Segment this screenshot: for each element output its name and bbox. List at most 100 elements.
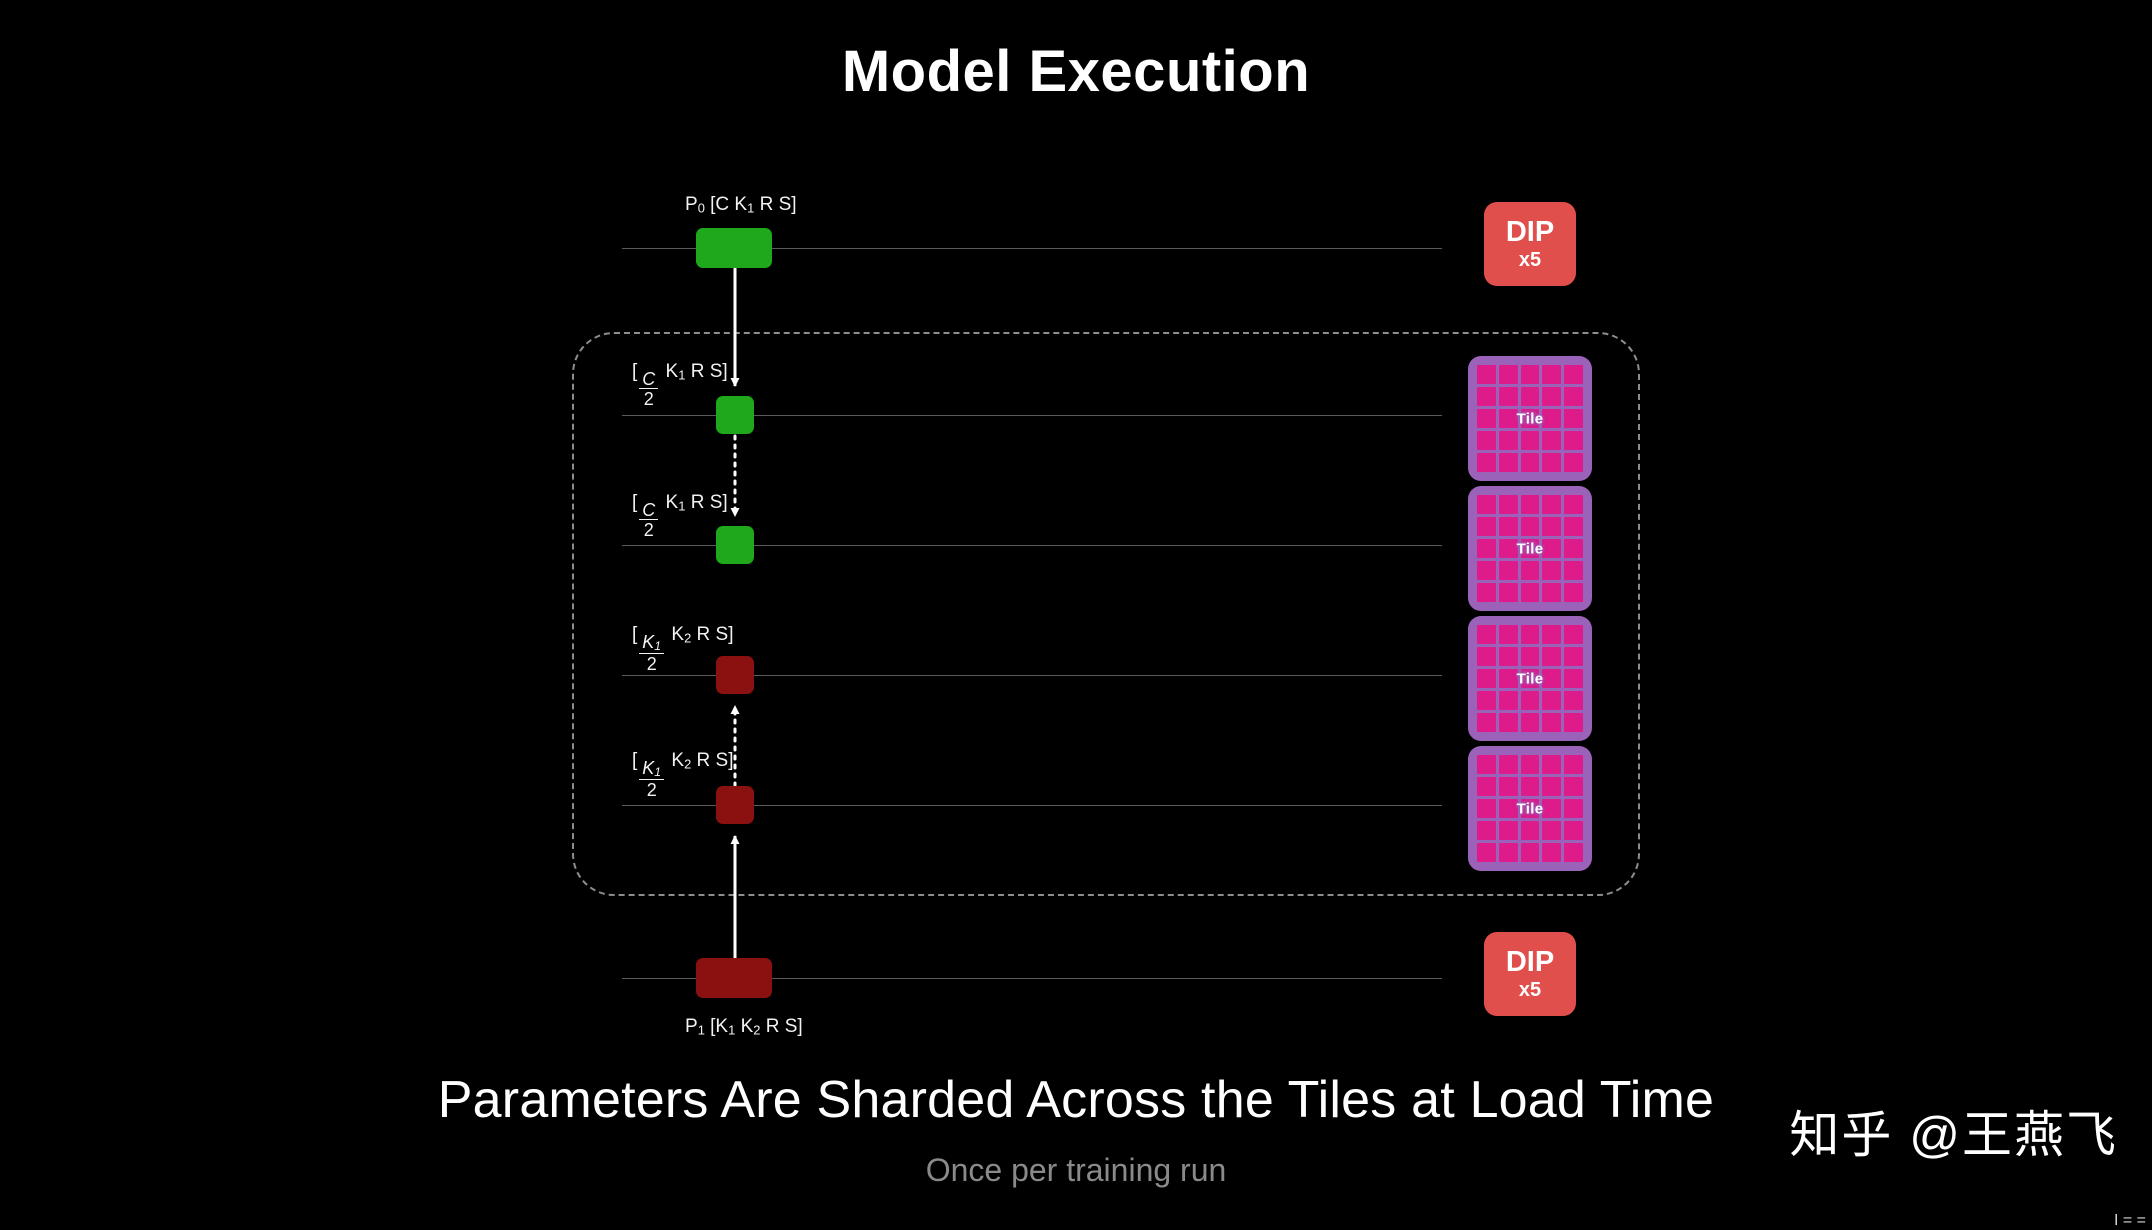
tile-cell bbox=[1520, 777, 1540, 796]
rail-row-5 bbox=[622, 978, 1442, 979]
rail-row-1 bbox=[622, 415, 1442, 416]
tile-cell bbox=[1542, 365, 1562, 384]
tile-cell bbox=[1542, 517, 1562, 536]
tile-cell bbox=[1542, 777, 1562, 796]
label-p1-dims-open: [K bbox=[704, 1016, 729, 1037]
corner-glyph: I = = bbox=[2113, 1212, 2146, 1229]
tile-cell bbox=[1542, 561, 1562, 580]
tile-cell bbox=[1564, 517, 1583, 536]
tile-grid: Tile bbox=[1477, 625, 1583, 732]
tile-cell bbox=[1477, 387, 1496, 406]
tile-cell bbox=[1542, 669, 1562, 688]
tile-cell bbox=[1498, 387, 1518, 406]
rail-row-0 bbox=[622, 248, 1442, 249]
param-block-p1-shard-b[interactable] bbox=[716, 786, 754, 824]
tile-1[interactable]: Tile bbox=[1468, 486, 1592, 611]
dip-box-top[interactable]: DIP x5 bbox=[1484, 202, 1576, 286]
tile-cell bbox=[1498, 777, 1518, 796]
tile-cell bbox=[1564, 561, 1583, 580]
tile-cell bbox=[1477, 713, 1496, 732]
tile-cell bbox=[1477, 799, 1496, 818]
tile-cell bbox=[1477, 777, 1496, 796]
rail-row-2 bbox=[622, 545, 1442, 546]
tile-cell bbox=[1520, 561, 1540, 580]
param-block-p1-shard-a[interactable] bbox=[716, 656, 754, 694]
bracket-open: [ bbox=[632, 624, 638, 645]
tile-cell bbox=[1498, 495, 1518, 514]
tile-cell bbox=[1542, 495, 1562, 514]
tile-cell bbox=[1477, 843, 1496, 862]
sharding-group-boundary bbox=[572, 332, 1640, 896]
tile-3[interactable]: Tile bbox=[1468, 746, 1592, 871]
tile-2[interactable]: Tile bbox=[1468, 616, 1592, 741]
tile-cell bbox=[1542, 409, 1562, 428]
tile-cell bbox=[1564, 821, 1583, 840]
fraction-num-subscript: 1 bbox=[654, 639, 662, 654]
tile-cell bbox=[1498, 669, 1518, 688]
tile-cell bbox=[1520, 647, 1540, 666]
param-block-p0-shard-b[interactable] bbox=[716, 526, 754, 564]
tile-cell bbox=[1498, 539, 1518, 558]
tile-cell bbox=[1564, 453, 1583, 472]
tile-cell bbox=[1477, 431, 1496, 450]
fraction-denominator: 2 bbox=[643, 520, 654, 541]
tile-cell bbox=[1520, 669, 1540, 688]
label-shard-c-tail: R S] bbox=[685, 492, 728, 513]
tile-cell bbox=[1520, 821, 1540, 840]
tile-cell bbox=[1564, 755, 1583, 774]
tile-cell bbox=[1564, 843, 1583, 862]
tile-cell bbox=[1542, 647, 1562, 666]
tile-label: Tile bbox=[1516, 540, 1544, 557]
tile-cell bbox=[1498, 625, 1518, 644]
label-p1-dim-sub2: 2 bbox=[753, 1022, 761, 1038]
label-p0-prefix: P bbox=[685, 194, 698, 215]
tile-cell bbox=[1477, 647, 1496, 666]
tile-cell bbox=[1564, 647, 1583, 666]
fraction-denominator: 2 bbox=[646, 779, 657, 800]
tile-cell bbox=[1498, 453, 1518, 472]
tile-cell bbox=[1477, 517, 1496, 536]
param-block-p0-full[interactable] bbox=[696, 228, 772, 268]
label-shard-k-k: K bbox=[666, 750, 685, 771]
label-shard-c-k: K bbox=[660, 361, 679, 382]
tile-cell bbox=[1520, 539, 1540, 558]
tile-cell bbox=[1477, 821, 1496, 840]
tile-cell bbox=[1542, 821, 1562, 840]
fraction-numerator: C bbox=[639, 501, 659, 521]
label-p1-prefix: P bbox=[685, 1016, 698, 1037]
dip-label: DIP bbox=[1505, 216, 1555, 249]
tile-cell bbox=[1542, 387, 1562, 406]
tile-cell bbox=[1520, 453, 1540, 472]
tile-cell bbox=[1498, 799, 1518, 818]
tile-cell bbox=[1564, 495, 1583, 514]
caption-main: Parameters Are Sharded Across the Tiles … bbox=[437, 1071, 1715, 1129]
tile-label: Tile bbox=[1516, 800, 1544, 817]
tile-cell bbox=[1564, 431, 1583, 450]
tile-grid: Tile bbox=[1477, 495, 1583, 602]
dip-multiplier: x5 bbox=[1518, 248, 1542, 271]
watermark: 知乎 @王燕飞 bbox=[1789, 1107, 2118, 1163]
tile-cell bbox=[1520, 625, 1540, 644]
tile-cell bbox=[1564, 777, 1583, 796]
tile-cell bbox=[1542, 625, 1562, 644]
tile-cell bbox=[1542, 539, 1562, 558]
tile-cell bbox=[1477, 691, 1496, 710]
tile-cell bbox=[1498, 821, 1518, 840]
tile-label: Tile bbox=[1516, 410, 1544, 427]
tile-cell bbox=[1477, 755, 1496, 774]
tile-0[interactable]: Tile bbox=[1468, 356, 1592, 481]
fraction-denominator: 2 bbox=[643, 389, 654, 410]
fraction-numerator: K1 bbox=[639, 759, 665, 780]
bracket-open: [ bbox=[632, 750, 638, 771]
dip-box-bottom[interactable]: DIP x5 bbox=[1484, 932, 1576, 1016]
param-block-p0-shard-a[interactable] bbox=[716, 396, 754, 434]
tile-cell bbox=[1520, 431, 1540, 450]
param-block-p1-full[interactable] bbox=[696, 958, 772, 998]
label-shard-c-k-sub: 1 bbox=[678, 498, 686, 514]
tile-cell bbox=[1498, 843, 1518, 862]
tile-cell bbox=[1498, 713, 1518, 732]
tile-grid: Tile bbox=[1477, 755, 1583, 862]
